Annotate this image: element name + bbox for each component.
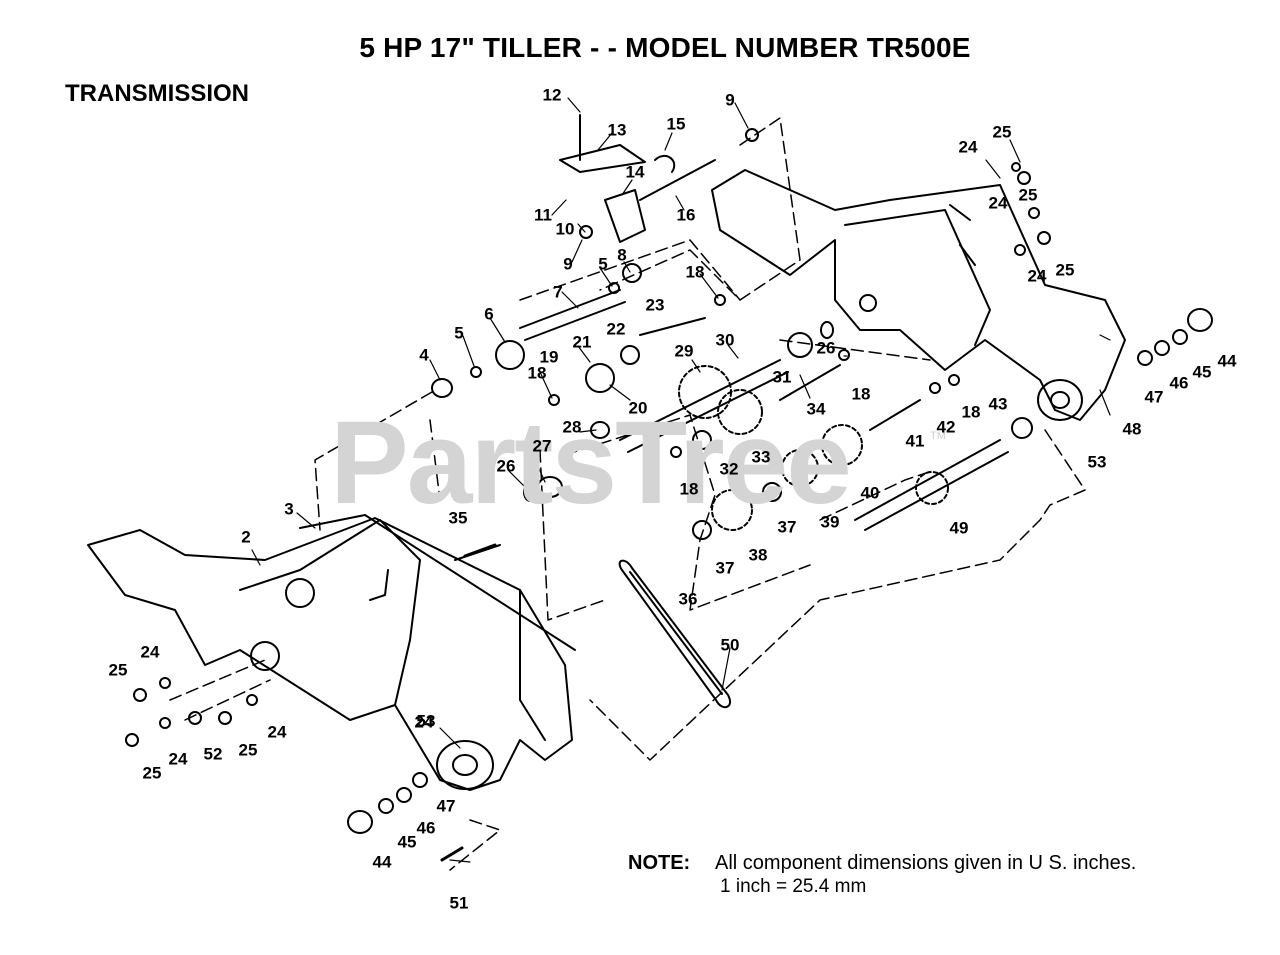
part-callout-37: 37	[777, 517, 797, 537]
part-callout-45: 45	[1192, 362, 1212, 382]
part-callout-24: 24	[988, 193, 1008, 213]
part-callout-37: 37	[715, 558, 735, 578]
part-callout-45: 45	[397, 832, 417, 852]
part-callout-27: 27	[532, 436, 552, 456]
part-callout-53: 53	[416, 711, 436, 731]
watermark-trademark: TM	[930, 430, 946, 442]
part-callout-18: 18	[685, 262, 705, 282]
part-callout-25: 25	[238, 740, 258, 760]
part-callout-24: 24	[958, 137, 978, 157]
part-callout-36: 36	[678, 589, 698, 609]
note-label: NOTE:	[628, 852, 691, 874]
part-callout-32: 32	[719, 459, 739, 479]
section-heading: TRANSMISSION	[65, 80, 250, 107]
part-callout-28: 28	[562, 417, 582, 437]
part-callout-9: 9	[563, 254, 573, 274]
part-callout-7: 7	[553, 282, 563, 302]
part-callout-50: 50	[720, 635, 740, 655]
part-callout-20: 20	[628, 398, 648, 418]
part-callout-35: 35	[448, 508, 468, 528]
part-callout-13: 13	[607, 120, 627, 140]
part-callout-25: 25	[1055, 260, 1075, 280]
note-line-1: All component dimensions given in U S. i…	[715, 852, 1137, 874]
spacers-washers-nuts	[125, 162, 1213, 862]
part-callout-47: 47	[1144, 387, 1164, 407]
part-callout-15: 15	[666, 114, 686, 134]
part-callout-53: 53	[1087, 452, 1107, 472]
part-callout-5: 5	[454, 323, 464, 343]
part-callout-24: 24	[1027, 266, 1047, 286]
part-callout-11: 11	[534, 205, 552, 225]
part-callout-19: 19	[539, 347, 559, 367]
part-callout-5: 5	[598, 254, 608, 274]
part-callout-10: 10	[555, 219, 575, 239]
shift-assembly	[559, 114, 759, 243]
drive-chain	[618, 559, 731, 709]
part-callout-34: 34	[806, 399, 826, 419]
part-callout-23: 23	[645, 295, 665, 315]
right-transmission-housing	[711, 169, 1126, 421]
part-callout-38: 38	[748, 545, 768, 565]
part-callout-49: 49	[949, 518, 969, 538]
part-callout-24: 24	[140, 642, 160, 662]
part-callout-25: 25	[1018, 185, 1038, 205]
part-callout-39: 39	[820, 512, 840, 532]
part-callout-44: 44	[1217, 351, 1237, 371]
part-callout-43: 43	[988, 394, 1008, 414]
part-callout-8: 8	[617, 245, 627, 265]
leader-lines	[251, 97, 1111, 863]
part-callout-26: 26	[816, 338, 836, 358]
part-callout-44: 44	[372, 852, 392, 872]
part-callout-31: 31	[772, 367, 792, 387]
diagram-title: 5 HP 17" TILLER - - MODEL NUMBER TR500E	[359, 32, 971, 63]
part-callout-24: 24	[168, 749, 188, 769]
part-callout-18: 18	[851, 384, 871, 404]
parts-tree-watermark: PartsTree	[330, 397, 852, 529]
part-callout-46: 46	[1169, 373, 1189, 393]
part-callout-52: 52	[203, 744, 223, 764]
part-callout-25: 25	[992, 122, 1012, 142]
part-callout-25: 25	[142, 763, 162, 783]
part-callout-51: 51	[449, 893, 469, 913]
part-callout-41: 41	[905, 431, 925, 451]
part-callout-22: 22	[606, 319, 626, 339]
left-transmission-housing	[87, 514, 576, 791]
part-callout-3: 3	[284, 499, 294, 519]
part-callout-18: 18	[679, 479, 699, 499]
part-callout-33: 33	[751, 447, 771, 467]
part-callout-9: 9	[725, 90, 735, 110]
part-callout-29: 29	[674, 341, 694, 361]
part-callout-48: 48	[1122, 419, 1142, 439]
part-callout-16: 16	[676, 205, 696, 225]
part-callout-26: 26	[496, 456, 516, 476]
part-callout-4: 4	[419, 345, 429, 365]
part-callout-12: 12	[542, 85, 562, 105]
part-callout-6: 6	[484, 304, 494, 324]
part-callout-2: 2	[241, 527, 251, 547]
part-callout-47: 47	[436, 796, 456, 816]
part-callout-14: 14	[625, 162, 645, 182]
part-callout-42: 42	[936, 417, 956, 437]
part-callout-18: 18	[527, 363, 547, 383]
part-callout-24: 24	[414, 712, 434, 732]
gears	[495, 332, 949, 531]
part-callout-40: 40	[860, 483, 880, 503]
note-line-2: 1 inch = 25.4 mm	[720, 876, 867, 897]
part-callout-30: 30	[715, 330, 735, 350]
part-callout-21: 21	[572, 332, 592, 352]
part-callout-24: 24	[267, 722, 287, 742]
part-callout-18: 18	[961, 402, 981, 422]
part-callout-25: 25	[108, 660, 128, 680]
part-callout-46: 46	[416, 818, 436, 838]
